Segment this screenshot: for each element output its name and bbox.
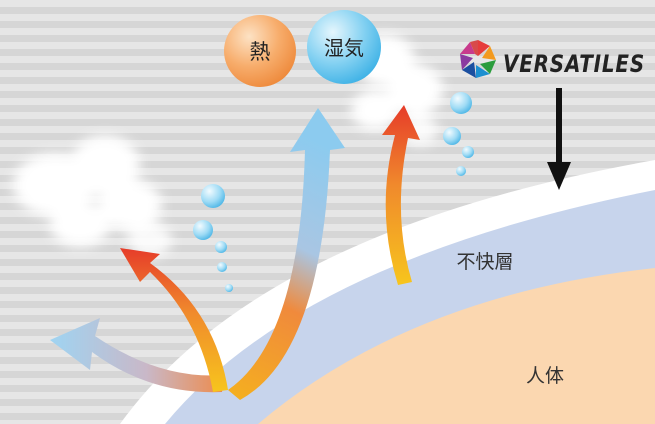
heat-arrow-right — [382, 105, 420, 285]
logo-text: VERSATILES — [503, 50, 645, 78]
logo-mark-icon — [460, 40, 496, 78]
humidity-bubble: 湿気 — [307, 10, 381, 84]
body-label: 人体 — [526, 365, 564, 387]
water-droplets-left — [193, 184, 233, 292]
swoosh-arrow — [50, 318, 225, 393]
water-droplets-right — [443, 92, 474, 176]
heat-arrow-left — [120, 248, 228, 392]
humidity-arrow-center — [228, 108, 345, 400]
heat-bubble: 熱 — [224, 15, 296, 87]
discomfort-layer-label: 不快層 — [456, 251, 513, 273]
humidity-label: 湿気 — [324, 36, 364, 60]
steam-cloud-left — [13, 135, 172, 258]
down-arrow-icon — [547, 88, 571, 190]
body-layer — [258, 268, 655, 424]
heat-label: 熱 — [250, 40, 271, 64]
versatiles-logo: VERSATILES — [460, 40, 645, 78]
